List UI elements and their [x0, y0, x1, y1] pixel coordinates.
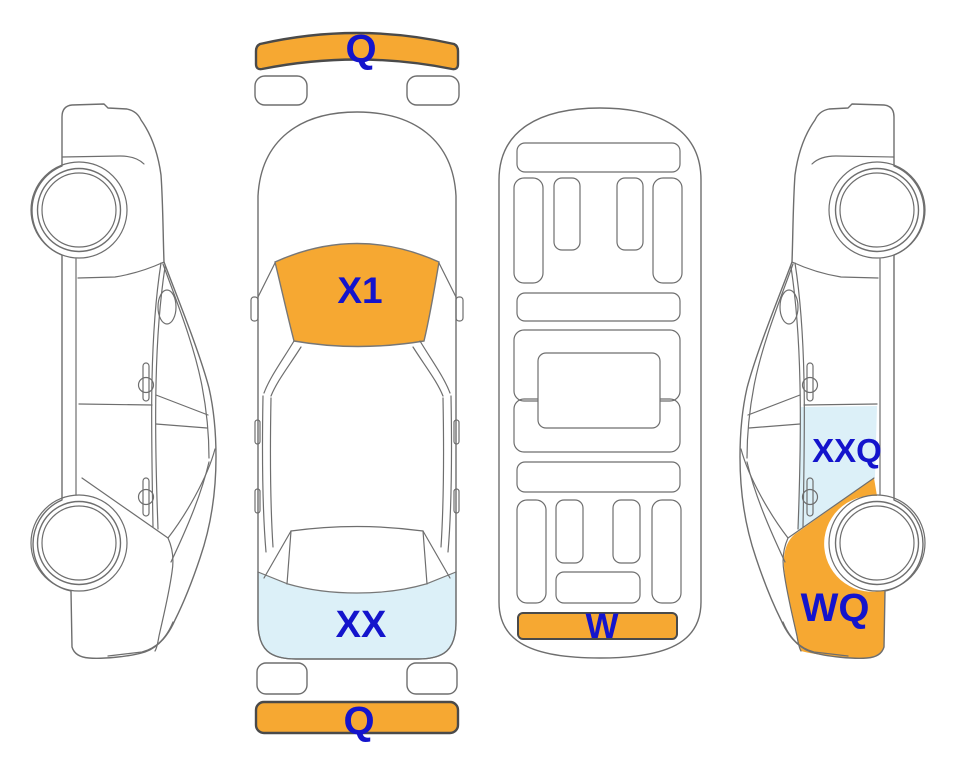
label-front-bumper: Q — [345, 27, 376, 71]
label-trunk: XX — [336, 604, 387, 646]
label-windshield: X1 — [337, 270, 382, 311]
taillight-left — [256, 662, 308, 695]
label-rear-fender-right: WQ — [801, 586, 870, 630]
side-view-right — [739, 103, 926, 659]
headlight-right — [406, 75, 460, 106]
headlight-left — [254, 75, 308, 106]
label-rear-bumper: Q — [343, 699, 374, 743]
side-view-left — [30, 103, 217, 659]
top-view — [250, 31, 464, 735]
taillight-right — [406, 662, 458, 695]
chassis-outline — [498, 107, 702, 659]
zone-rear-bumper[interactable] — [254, 700, 460, 735]
label-rear-crossmember: W — [585, 607, 618, 646]
zone-windshield[interactable] — [274, 242, 440, 348]
label-rear-door-right: XXQ — [812, 432, 882, 469]
zone-rear-crossmember[interactable] — [517, 612, 678, 640]
zone-rear-door-right[interactable] — [798, 406, 877, 531]
car-body-top — [257, 111, 457, 660]
zone-front-bumper[interactable] — [254, 31, 460, 71]
underside-view — [498, 107, 702, 659]
zone-rear-fender-right[interactable] — [783, 478, 885, 658]
